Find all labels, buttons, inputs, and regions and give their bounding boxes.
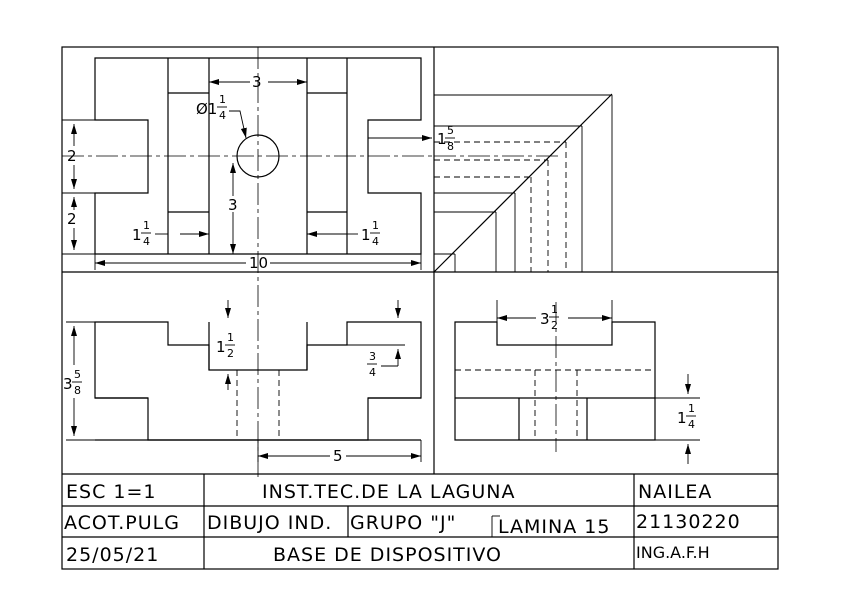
- title-block: ESC 1=1 ACOT.PULG 25/05/21 INST.TEC.DE L…: [62, 473, 778, 569]
- dim-right-width-num: 1: [551, 303, 558, 316]
- dim-height-whole: 3: [63, 375, 73, 393]
- dim-height-num: 5: [74, 368, 81, 381]
- date-label: 25/05/21: [66, 544, 159, 566]
- dim-overall-width: 10: [249, 254, 268, 272]
- sheet-border: [61, 46, 779, 570]
- front-view: [62, 47, 434, 480]
- dim-step-left-num: 1: [143, 219, 150, 232]
- dim-step-right-den: 4: [372, 235, 379, 248]
- dim-step-left-den: 4: [143, 235, 150, 248]
- dim-step-right-whole: 1: [361, 226, 371, 244]
- drawing-title: BASE DE DISPOSITIVO: [273, 544, 502, 566]
- dim-ear-height-top: 2: [67, 147, 77, 165]
- scale-label: ESC 1=1: [66, 481, 156, 503]
- dim-hole-num: 1: [219, 93, 226, 106]
- dim-right-width-den: 2: [551, 319, 558, 332]
- dim-ear-depth-den: 8: [447, 140, 454, 153]
- front-view-dimensions: 3 Ø1 1 4 3 2 2 1 1 4 1 1 4: [62, 73, 455, 272]
- dim-ear-height-bottom: 2: [67, 210, 77, 228]
- right-view-dimensions: 3 1 2 1 1 4: [496, 300, 700, 464]
- group-label: GRUPO "J": [350, 512, 456, 534]
- dim-slot-height-den: 2: [227, 347, 234, 360]
- dim-ear-depth-whole: 1: [437, 130, 447, 148]
- subject-label: DIBUJO IND.: [207, 512, 332, 534]
- instructor-label: ING.A.F.H: [636, 543, 710, 562]
- dim-slot-depth: 3: [228, 196, 238, 214]
- dim-base-height-num: 1: [688, 402, 695, 415]
- projection-construction: [433, 93, 613, 273]
- dim-slot-height-num: 1: [227, 331, 234, 344]
- dim-step-right-num: 1: [372, 219, 379, 232]
- dim-height-den: 8: [74, 384, 81, 397]
- dim-base-height-den: 4: [688, 418, 695, 431]
- top-view-dimensions: 3 5 8 1 1 2 3 4 5: [63, 300, 422, 465]
- dim-ledge-num: 3: [369, 350, 376, 363]
- dim-ledge-den: 4: [369, 366, 376, 379]
- institution-label: INST.TEC.DE LA LAGUNA: [262, 481, 515, 503]
- dim-ear-depth-num: 5: [447, 124, 454, 137]
- dim-hole-diameter: Ø1: [196, 100, 217, 118]
- dim-slot-width: 3: [252, 73, 262, 91]
- student-name: NAILEA: [638, 481, 712, 503]
- sheet-number-label: LAMINA 15: [498, 516, 610, 538]
- dim-hole-den: 4: [219, 109, 226, 122]
- dim-base-height-whole: 1: [677, 409, 687, 427]
- units-label: ACOT.PULG: [64, 512, 180, 534]
- dim-right-width-whole: 3: [540, 310, 550, 328]
- student-id: 21130220: [636, 511, 741, 533]
- right-view: [454, 302, 656, 452]
- dim-step-left-whole: 1: [132, 226, 142, 244]
- dim-slot-height-whole: 1: [216, 338, 226, 356]
- dim-bottom-width: 5: [333, 447, 343, 465]
